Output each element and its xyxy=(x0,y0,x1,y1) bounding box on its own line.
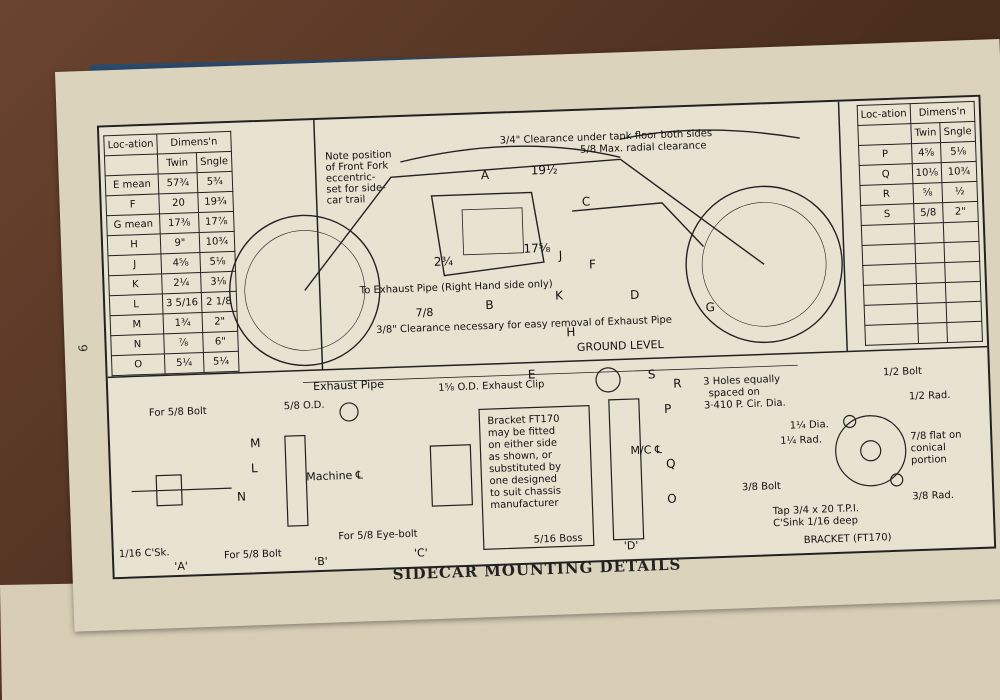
svg-text:O: O xyxy=(667,492,677,506)
svg-text:A: A xyxy=(481,168,490,182)
dim-2-3-4: 2¾ xyxy=(434,254,454,269)
motorcycle-outline xyxy=(229,129,843,367)
label-for-bolt-bottom: For 5/8 Bolt xyxy=(224,548,282,561)
svg-text:L: L xyxy=(251,461,258,475)
label-bolt-half: 1/2 Bolt xyxy=(883,366,922,378)
bracket-name: BRACKET (FT170) xyxy=(804,532,892,546)
label-exhaust-clip: 1⅝ O.D. Exhaust Clip xyxy=(438,379,544,394)
note-front-fork: Note positionof Front Forkeccentric-set … xyxy=(325,149,393,206)
drawing: E Note positionof Front Forkeccentric-se… xyxy=(107,101,988,573)
svg-text:F: F xyxy=(589,257,596,271)
label-bolt-38: 3/8 Bolt xyxy=(742,481,781,493)
svg-text:E: E xyxy=(528,367,536,381)
label-rad-half: 1/2 Rad. xyxy=(909,390,951,402)
svg-text:P: P xyxy=(664,402,672,416)
dim-7-8: 7/8 xyxy=(415,306,433,320)
label-machine-cl: Machine ℄ xyxy=(306,469,363,484)
page-number: 9 xyxy=(75,344,90,353)
svg-text:R: R xyxy=(673,376,682,390)
label-exhaust-pipe: Exhaust Pipe xyxy=(313,378,385,393)
svg-text:B: B xyxy=(485,298,494,312)
label-c: 'C' xyxy=(414,546,428,559)
svg-text:G: G xyxy=(705,300,715,314)
svg-text:Q: Q xyxy=(666,457,676,471)
ground-level-label: GROUND LEVEL xyxy=(577,338,665,354)
svg-text:S: S xyxy=(648,367,656,381)
label-flat: 7/8 flat onconicalportion xyxy=(910,430,962,467)
detail-views xyxy=(131,367,907,550)
note-exhaust-pipe: To Exhaust Pipe (Right Hand side only) xyxy=(359,279,553,297)
label-od: 5/8 O.D. xyxy=(284,400,325,412)
label-a: 'A' xyxy=(174,560,188,573)
label-tap: Tap 3/4 x 20 T.P.I.C'Sink 1/16 deep xyxy=(772,503,860,529)
note-max-radial: 5/8 Max. radial clearance xyxy=(580,140,707,155)
svg-text:N: N xyxy=(237,490,246,504)
label-boss: 5/16 Boss xyxy=(533,533,582,546)
label-holes: 3 Holes equallyspaced on3·410 P. Cir. Di… xyxy=(703,374,786,412)
label-for-bolt: For 5/8 Bolt xyxy=(149,406,207,419)
label-dia: 1¼ Dia. xyxy=(790,418,829,431)
dim-17-5-8: 17⅝ xyxy=(523,241,551,256)
label-rad-38: 3/8 Rad. xyxy=(912,490,954,502)
label-rad-114: 1¼ Rad. xyxy=(780,433,822,446)
dim-19-5: 19½ xyxy=(530,163,557,178)
svg-text:C: C xyxy=(582,194,591,208)
svg-text:J: J xyxy=(557,248,562,262)
label-mc-cl: M/C ℄ xyxy=(630,443,662,457)
svg-text:H: H xyxy=(566,325,576,339)
svg-text:M: M xyxy=(250,436,261,450)
svg-text:D: D xyxy=(630,288,640,302)
label-d: 'D' xyxy=(624,539,639,552)
svg-text:K: K xyxy=(555,288,564,302)
label-b: 'B' xyxy=(314,555,328,568)
label-csk: 1/16 C'Sk. xyxy=(119,547,170,560)
bracket-note: Bracket FT170may be fittedon either side… xyxy=(487,414,562,511)
label-for-eyebolt: For 5/8 Eye-bolt xyxy=(338,529,418,543)
